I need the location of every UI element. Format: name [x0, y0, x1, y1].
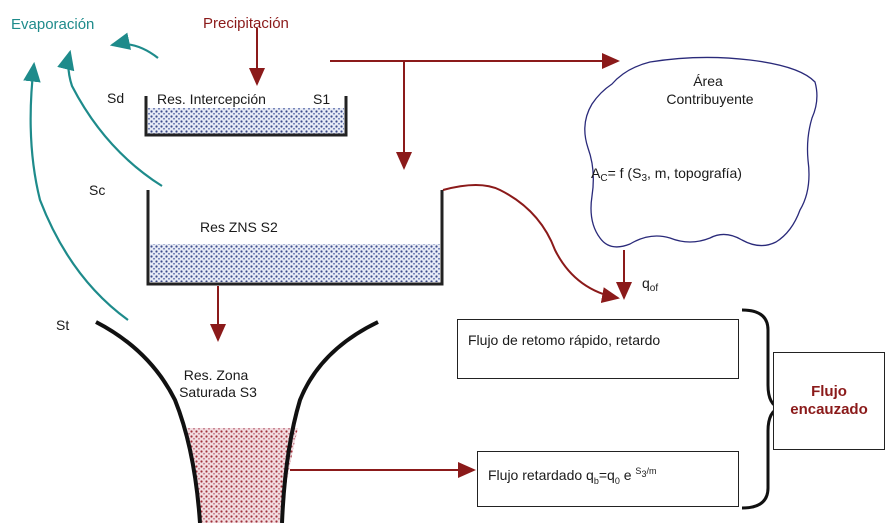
area-formula: AC= f (S3, m, topografía)	[591, 165, 742, 184]
evaporation-arrows	[23, 32, 163, 321]
channel-flow-line2: encauzado	[790, 401, 868, 418]
precipitation-arrows	[210, 28, 632, 478]
zns-label: Res ZNS S2	[200, 219, 278, 235]
delayed-flow-box: Flujo retardado qb=q0 e S3/m	[477, 451, 739, 507]
contributing-area-cloud	[584, 56, 818, 248]
zona-label-line2: Saturada S3	[179, 384, 257, 400]
sc-label: Sc	[89, 182, 105, 198]
quick-return-flow-box: Flujo de retomo rápido, retardo	[457, 319, 739, 379]
channel-flow-box: Flujo encauzado	[773, 352, 885, 450]
st-label: St	[56, 317, 69, 333]
interception-label: Res. Intercepción	[157, 91, 266, 107]
channel-flow-line1: Flujo	[811, 383, 847, 400]
saturated-funnel	[95, 320, 379, 523]
qof-label: qof	[642, 275, 658, 294]
zona-label-line1: Res. Zona	[184, 367, 249, 383]
sd-label: Sd	[107, 90, 124, 106]
evaporation-label: Evaporación	[11, 16, 94, 33]
area-label-line2: Contribuyente	[666, 91, 753, 107]
quick-return-flow-text: Flujo de retomo rápido, retardo	[468, 332, 661, 348]
delayed-flow-text: Flujo retardado qb=q0 e S3/m	[488, 466, 657, 486]
s1-label: S1	[313, 91, 330, 107]
zns-reservoir	[146, 190, 444, 286]
precipitation-label: Precipitación	[203, 15, 289, 32]
area-label-line1: Área	[693, 73, 723, 89]
interception-reservoir	[144, 96, 348, 137]
